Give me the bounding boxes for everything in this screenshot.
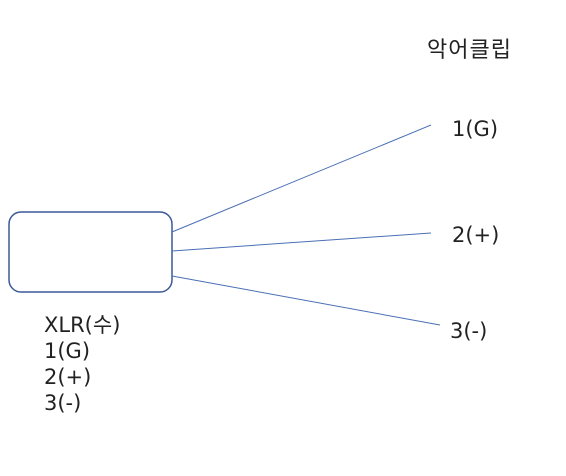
xlr-pin-3-label: 3(-): [44, 391, 82, 415]
xlr-pin-1-label: 1(G): [44, 339, 91, 363]
xlr-pin-2-label: 2(+): [44, 365, 92, 389]
clip-pin-3-label: 3(-): [450, 319, 488, 343]
wire-pin1: [171, 124, 432, 233]
clip-pin-1-label: 1(G): [452, 117, 499, 141]
alligator-clip-title: 악어클립: [427, 38, 512, 63]
xlr-connector-box: [8, 211, 173, 293]
xlr-name: XLR(수): [44, 313, 121, 337]
wire-pin3: [171, 275, 441, 326]
clip-pin-2-label: 2(+): [452, 223, 500, 247]
wire-pin2: [171, 232, 432, 252]
xlr-legend: XLR(수) 1(G) 2(+) 3(-): [44, 312, 120, 416]
